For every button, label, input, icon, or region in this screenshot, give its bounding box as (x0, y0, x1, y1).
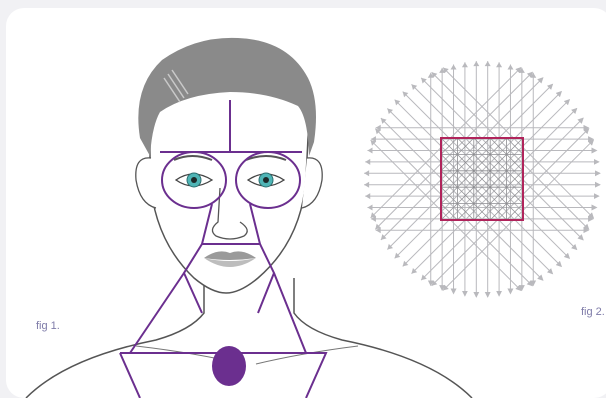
arrow-head (496, 62, 502, 67)
arrow-head (365, 159, 370, 165)
arrow-head (451, 64, 457, 69)
arrow-head (485, 61, 491, 66)
arrow-head (473, 61, 479, 66)
arrow-head (462, 62, 468, 67)
arrow-head (507, 64, 513, 69)
illustration-card: fig 1. fig 2. (6, 8, 606, 398)
arrow-head (364, 170, 369, 176)
arrow-head (364, 182, 369, 188)
fig2-caption: fig 2. (581, 306, 605, 318)
arrow-head (367, 204, 372, 210)
arrow-grid-figure (6, 8, 606, 398)
arrow-head (367, 148, 372, 154)
fig1-caption: fig 1. (36, 320, 60, 332)
arrow-head (365, 193, 370, 199)
